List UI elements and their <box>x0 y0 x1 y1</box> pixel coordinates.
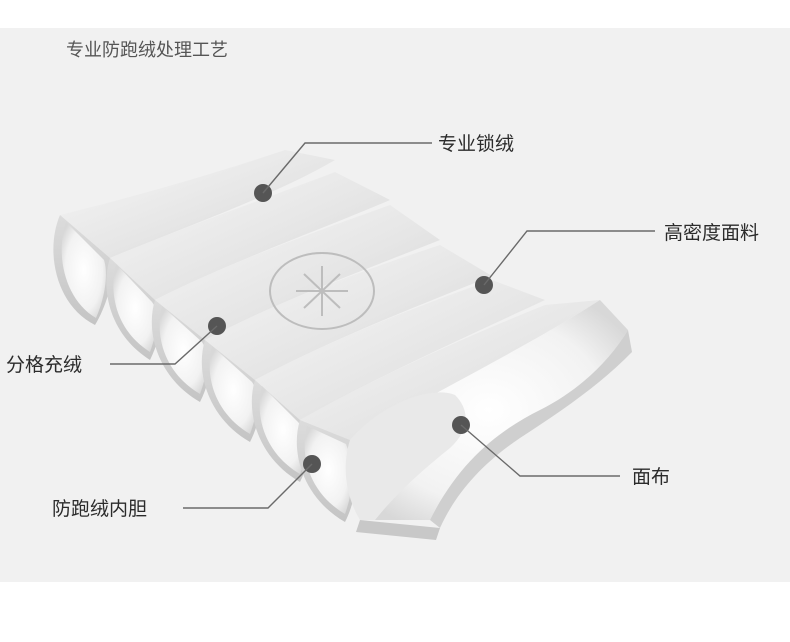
baffle-tube <box>296 300 600 522</box>
snowflake-asterisk-icon <box>269 252 375 330</box>
callout-leader <box>483 230 655 286</box>
callout-leader <box>183 463 313 509</box>
callout-leader <box>110 325 218 365</box>
baffle-tube <box>106 172 390 360</box>
label-liner: 防跑绒内胆 <box>52 498 147 520</box>
label-high-density: 高密度面料 <box>664 222 759 244</box>
callout-leader <box>460 424 620 477</box>
baffle-tube <box>251 280 545 482</box>
callout-liner: 防跑绒内胆 <box>52 455 321 520</box>
face-fabric-peel <box>345 300 632 540</box>
label-compartment: 分格充绒 <box>6 354 82 376</box>
callout-high-density: 高密度面料 <box>475 222 759 294</box>
baffle-tubes <box>53 150 632 540</box>
callout-compartment: 分格充绒 <box>6 317 226 376</box>
baffle-tube <box>53 150 335 325</box>
callout-leader <box>262 142 432 194</box>
label-face-fabric: 面布 <box>632 466 670 488</box>
diagram-title: 专业防跑绒处理工艺 <box>66 40 228 61</box>
callout-lock-down: 专业锁绒 <box>254 133 514 202</box>
label-lock-down: 专业锁绒 <box>438 133 514 155</box>
baffle-tube <box>201 245 492 442</box>
callout-face-fabric: 面布 <box>452 416 670 488</box>
baffle-tube <box>151 205 440 402</box>
